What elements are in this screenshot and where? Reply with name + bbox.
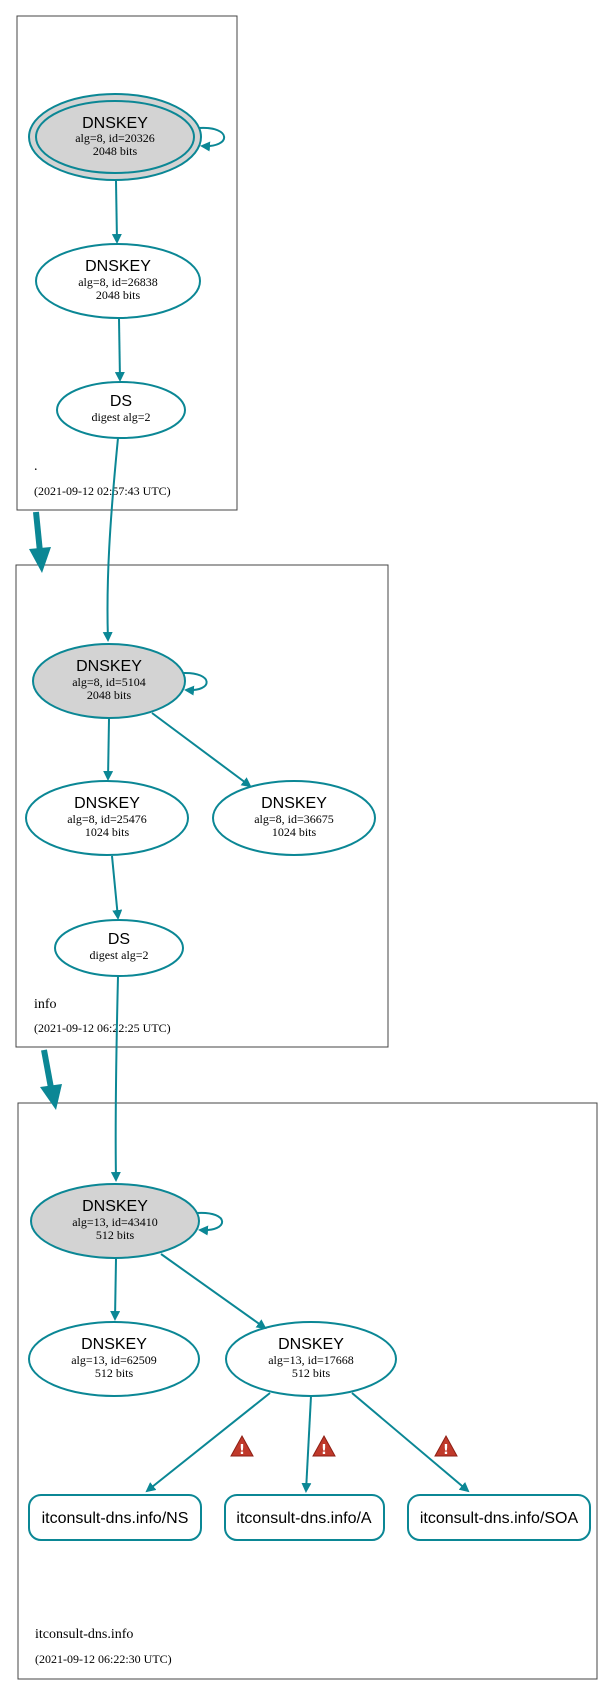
rrset-a-label: itconsult-dns.info/A <box>236 1510 372 1527</box>
itconsult-zsk2-bits: 512 bits <box>292 1366 331 1380</box>
info-ksk-node[interactable]: DNSKEY alg=8, id=5104 2048 bits <box>32 643 186 719</box>
info-zsk1-alg: alg=8, id=25476 <box>67 812 147 826</box>
itconsult-zone-name: itconsult-dns.info <box>35 1627 133 1642</box>
warning-icon[interactable]: ! <box>312 1434 336 1458</box>
root-zsk-to-ds-edge <box>114 318 125 382</box>
info-zsk2-title: DNSKEY <box>261 795 327 812</box>
warning-icon[interactable]: ! <box>434 1434 458 1458</box>
info-zsk2-alg: alg=8, id=36675 <box>254 812 334 826</box>
svg-text:!: ! <box>321 1443 327 1458</box>
svg-text:!: ! <box>443 1443 449 1458</box>
svg-text:!: ! <box>239 1443 245 1458</box>
info-zsk1-bits: 1024 bits <box>85 825 130 839</box>
root-zsk-alg: alg=8, id=26838 <box>78 275 158 289</box>
rrset-a-node[interactable]: itconsult-dns.info/A <box>224 1494 385 1541</box>
root-zone-name: . <box>34 459 38 474</box>
itconsult-ksk-to-zsk2-edge <box>160 1253 267 1330</box>
rrset-soa-node[interactable]: itconsult-dns.info/SOA <box>407 1494 591 1541</box>
itconsult-ksk-title: DNSKEY <box>82 1198 148 1215</box>
rrset-soa-label: itconsult-dns.info/SOA <box>420 1510 579 1527</box>
zsk2-to-ns-edge <box>145 1392 271 1493</box>
root-ksk-node[interactable]: DNSKEY alg=8, id=20326 2048 bits <box>28 93 202 181</box>
info-ksk-self-edge <box>182 671 208 696</box>
root-ds-digest: digest alg=2 <box>91 410 150 424</box>
itconsult-ksk-bits: 512 bits <box>96 1228 135 1242</box>
info-ksk-alg: alg=8, id=5104 <box>72 675 146 689</box>
itconsult-ksk-alg: alg=13, id=43410 <box>72 1215 158 1229</box>
rrset-ns-node[interactable]: itconsult-dns.info/NS <box>28 1494 202 1541</box>
itconsult-zsk1-alg: alg=13, id=62509 <box>71 1353 157 1367</box>
root-ksk-self-edge <box>198 126 226 152</box>
itconsult-zsk2-alg: alg=13, id=17668 <box>268 1353 354 1367</box>
info-ds-node[interactable]: DS digest alg=2 <box>54 919 184 977</box>
info-zsk1-to-ds-edge <box>111 855 123 920</box>
root-ksk-bits: 2048 bits <box>93 144 138 158</box>
info-zsk1-title: DNSKEY <box>74 795 140 812</box>
info-zsk-36675-node[interactable]: DNSKEY alg=8, id=36675 1024 bits <box>212 780 376 856</box>
delegation-arrow-root-to-info <box>29 511 51 573</box>
itconsult-ksk-self-edge <box>196 1211 224 1236</box>
root-ksk-title: DNSKEY <box>82 115 148 132</box>
info-ksk-title: DNSKEY <box>76 658 142 675</box>
info-zone-name: info <box>34 997 57 1012</box>
zone-info: DNSKEY alg=8, id=5104 2048 bits DNSKEY a… <box>15 564 389 1048</box>
itconsult-ksk-to-zsk1-edge <box>110 1258 121 1321</box>
root-zsk-title: DNSKEY <box>85 258 151 275</box>
info-ds-title: DS <box>108 931 130 948</box>
zsk2-to-soa-edge <box>351 1392 470 1493</box>
zone-itconsult: DNSKEY alg=13, id=43410 512 bits DNSKEY … <box>17 1102 598 1680</box>
zsk2-to-a-edge <box>301 1395 312 1493</box>
root-ds-to-info-ksk-edge <box>102 437 119 642</box>
itconsult-zsk2-title: DNSKEY <box>278 1336 344 1353</box>
itconsult-ksk-node[interactable]: DNSKEY alg=13, id=43410 512 bits <box>30 1183 200 1259</box>
itconsult-zsk-17668-node[interactable]: DNSKEY alg=13, id=17668 512 bits <box>225 1321 397 1397</box>
info-ksk-bits: 2048 bits <box>87 688 132 702</box>
info-zsk2-bits: 1024 bits <box>272 825 317 839</box>
itconsult-zsk1-title: DNSKEY <box>81 1336 147 1353</box>
info-ksk-to-zsk1-edge <box>103 718 114 781</box>
info-ksk-to-zsk2-edge <box>151 712 252 788</box>
root-ds-title: DS <box>110 393 132 410</box>
info-zsk-25476-node[interactable]: DNSKEY alg=8, id=25476 1024 bits <box>25 780 189 856</box>
root-ksk-to-zsk-edge <box>111 180 122 244</box>
root-zsk-node[interactable]: DNSKEY alg=8, id=26838 2048 bits <box>35 243 201 319</box>
itconsult-zsk1-bits: 512 bits <box>95 1366 134 1380</box>
root-ksk-alg: alg=8, id=20326 <box>75 131 155 145</box>
root-zone-timestamp: (2021-09-12 02:57:43 UTC) <box>34 484 171 498</box>
info-ds-digest: digest alg=2 <box>89 948 148 962</box>
info-ds-to-itconsult-ksk-edge <box>110 975 121 1182</box>
delegation-arrow-info-to-itconsult <box>40 1049 62 1110</box>
warning-icon[interactable]: ! <box>230 1434 254 1458</box>
root-zsk-bits: 2048 bits <box>96 288 141 302</box>
rrset-ns-label: itconsult-dns.info/NS <box>42 1510 189 1527</box>
zone-root: DNSKEY alg=8, id=20326 2048 bits DNSKEY … <box>16 15 238 511</box>
info-zone-timestamp: (2021-09-12 06:22:25 UTC) <box>34 1021 171 1035</box>
itconsult-zone-timestamp: (2021-09-12 06:22:30 UTC) <box>35 1652 172 1666</box>
root-ds-node[interactable]: DS digest alg=2 <box>56 381 186 439</box>
itconsult-zsk-62509-node[interactable]: DNSKEY alg=13, id=62509 512 bits <box>28 1321 200 1397</box>
